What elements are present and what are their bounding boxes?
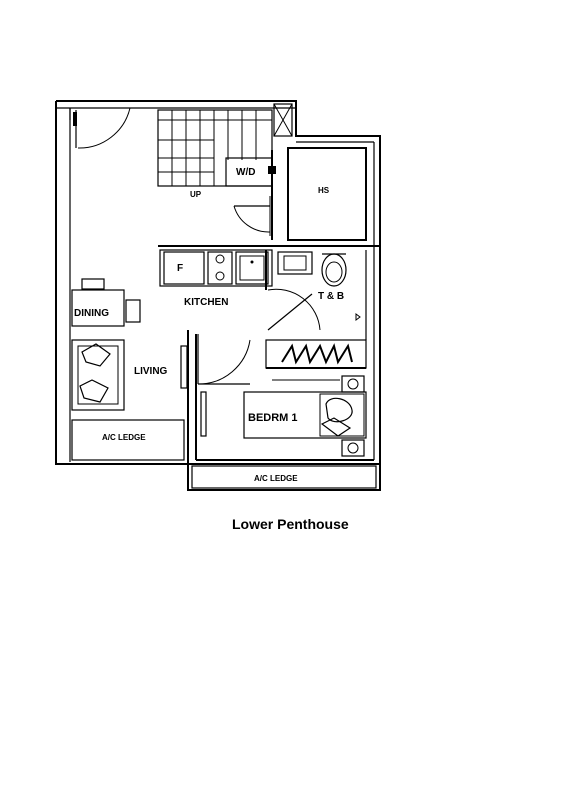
- dining-table: [71, 278, 141, 327]
- tb-label: T & B: [318, 291, 344, 302]
- bathroom: [265, 250, 367, 340]
- hs-label: HS: [318, 186, 330, 195]
- staircase: [157, 103, 293, 187]
- kitchen-label: KITCHEN: [184, 297, 228, 308]
- kitchen-counter: [158, 245, 380, 287]
- wd-label: W/D: [236, 167, 255, 178]
- up-label: UP: [190, 190, 202, 199]
- hs-room: [287, 147, 367, 241]
- plan-caption: Lower Penthouse: [232, 516, 349, 532]
- fridge-label: F: [177, 263, 183, 274]
- dining-label: DINING: [74, 308, 109, 319]
- partition-walls: [180, 330, 367, 464]
- ac-ledge-left-label: A/C LEDGE: [102, 433, 146, 442]
- ac-ledges: [71, 419, 380, 489]
- wd-door: [233, 196, 271, 236]
- outer-walls: [55, 100, 381, 491]
- living-sofa: [71, 339, 125, 411]
- living-label: LIVING: [134, 366, 168, 377]
- ac-ledge-bottom-label: A/C LEDGE: [254, 474, 298, 483]
- wd-closet: [225, 150, 276, 240]
- bedroom: [196, 375, 374, 461]
- entry-door: [69, 107, 131, 149]
- bedroom-label: BEDRM 1: [248, 412, 298, 424]
